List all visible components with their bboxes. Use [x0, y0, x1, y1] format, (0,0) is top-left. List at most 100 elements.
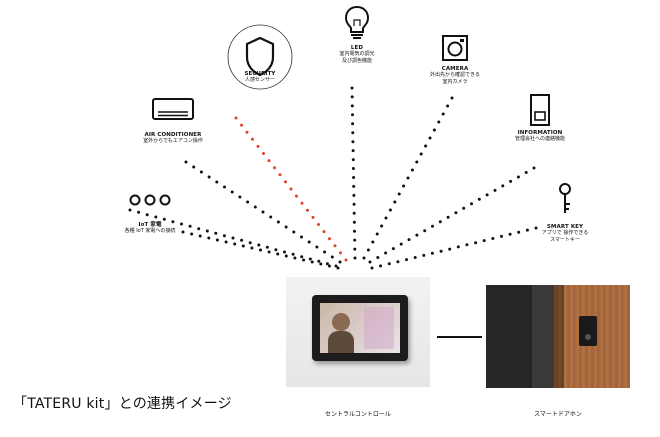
- node-smart-key: SMART KEY アプリで 操作できる スマートキー: [530, 182, 600, 244]
- dot: [315, 245, 319, 249]
- led-title: LED: [350, 45, 364, 51]
- dot: [413, 256, 417, 259]
- doorphone-lens: [585, 334, 591, 340]
- information-title: INFORMATION: [517, 130, 563, 136]
- dot: [388, 208, 392, 212]
- dot: [491, 237, 495, 240]
- lightbulb-icon: [344, 5, 370, 39]
- dot: [269, 215, 273, 219]
- dot: [215, 180, 219, 184]
- dot: [508, 232, 512, 236]
- dot: [376, 256, 380, 259]
- dot: [534, 226, 538, 230]
- camera-desc-1: 外出先から確認できる: [430, 72, 480, 78]
- dot: [171, 220, 175, 224]
- dot: [524, 171, 528, 174]
- dot: [432, 128, 436, 132]
- dot: [197, 227, 201, 231]
- dot: [222, 234, 226, 238]
- dot: [352, 202, 356, 206]
- dot: [284, 254, 288, 258]
- dot: [509, 179, 513, 183]
- dot: [352, 193, 356, 197]
- dot: [198, 234, 202, 238]
- dot: [276, 220, 280, 224]
- dot: [450, 96, 454, 100]
- dot: [328, 237, 331, 241]
- dot: [446, 104, 450, 108]
- dot: [428, 136, 432, 140]
- node-iot: IoT 家電 各種 IoT 家電への接続: [110, 193, 190, 235]
- dot: [300, 255, 304, 259]
- camera-desc-2: 室内カメラ: [442, 79, 468, 85]
- dot: [240, 123, 243, 127]
- node-led: LED 室内電気の調光 及び調色機能: [322, 4, 392, 65]
- dot: [214, 231, 218, 235]
- dot: [351, 131, 355, 135]
- dot: [344, 258, 348, 262]
- dot: [477, 197, 481, 201]
- dot: [181, 230, 185, 234]
- dot: [525, 228, 529, 232]
- dot: [265, 245, 269, 249]
- dot: [379, 264, 383, 268]
- dot: [295, 194, 298, 198]
- dot: [430, 251, 434, 255]
- dot: [353, 247, 357, 251]
- wall-shadow: [554, 285, 564, 388]
- dot: [470, 202, 473, 206]
- dot: [405, 258, 408, 262]
- dot: [273, 166, 276, 170]
- dot: [289, 187, 293, 191]
- dot: [333, 244, 337, 248]
- dot: [261, 210, 265, 214]
- dot: [353, 229, 356, 233]
- dot: [493, 188, 497, 192]
- dot: [238, 195, 242, 199]
- dot: [407, 238, 411, 242]
- dot: [352, 220, 356, 224]
- dot: [422, 253, 426, 257]
- dot: [402, 184, 406, 188]
- dot: [317, 259, 321, 263]
- dot: [306, 208, 309, 212]
- dot: [241, 244, 245, 248]
- information-desc: 管理会社への連絡機能: [514, 136, 565, 142]
- dot: [439, 249, 443, 253]
- smart-doorphone-photo: [486, 285, 630, 388]
- smart-key-desc-1: アプリで 操作できる: [541, 230, 589, 236]
- tablet-screen: [320, 303, 400, 353]
- dot: [323, 250, 327, 254]
- dot: [253, 205, 257, 209]
- camera-icon: [442, 35, 468, 61]
- dot: [292, 230, 296, 234]
- dot: [250, 246, 254, 250]
- air-conditioner-desc: 室外からでもエアコン操作: [143, 138, 203, 144]
- dot: [205, 229, 209, 233]
- dot: [368, 260, 372, 264]
- dot: [188, 224, 192, 228]
- dot: [397, 192, 401, 196]
- doorphone-device: [579, 316, 597, 346]
- dot: [350, 95, 354, 99]
- dot: [278, 173, 282, 177]
- dot: [259, 248, 262, 252]
- dot: [446, 215, 450, 219]
- dot: [352, 184, 356, 188]
- dot: [351, 140, 355, 144]
- dot: [257, 243, 261, 247]
- dot: [240, 238, 244, 242]
- security-title: SECURITY: [244, 71, 276, 77]
- key-icon: [559, 183, 571, 213]
- dot: [351, 122, 355, 126]
- dot: [234, 116, 238, 120]
- dot: [387, 262, 391, 266]
- dot: [145, 213, 149, 217]
- dot: [302, 258, 306, 262]
- dot: [207, 175, 211, 179]
- dot: [334, 264, 338, 268]
- dot: [384, 251, 388, 255]
- dot: [474, 241, 478, 245]
- dot: [500, 234, 503, 238]
